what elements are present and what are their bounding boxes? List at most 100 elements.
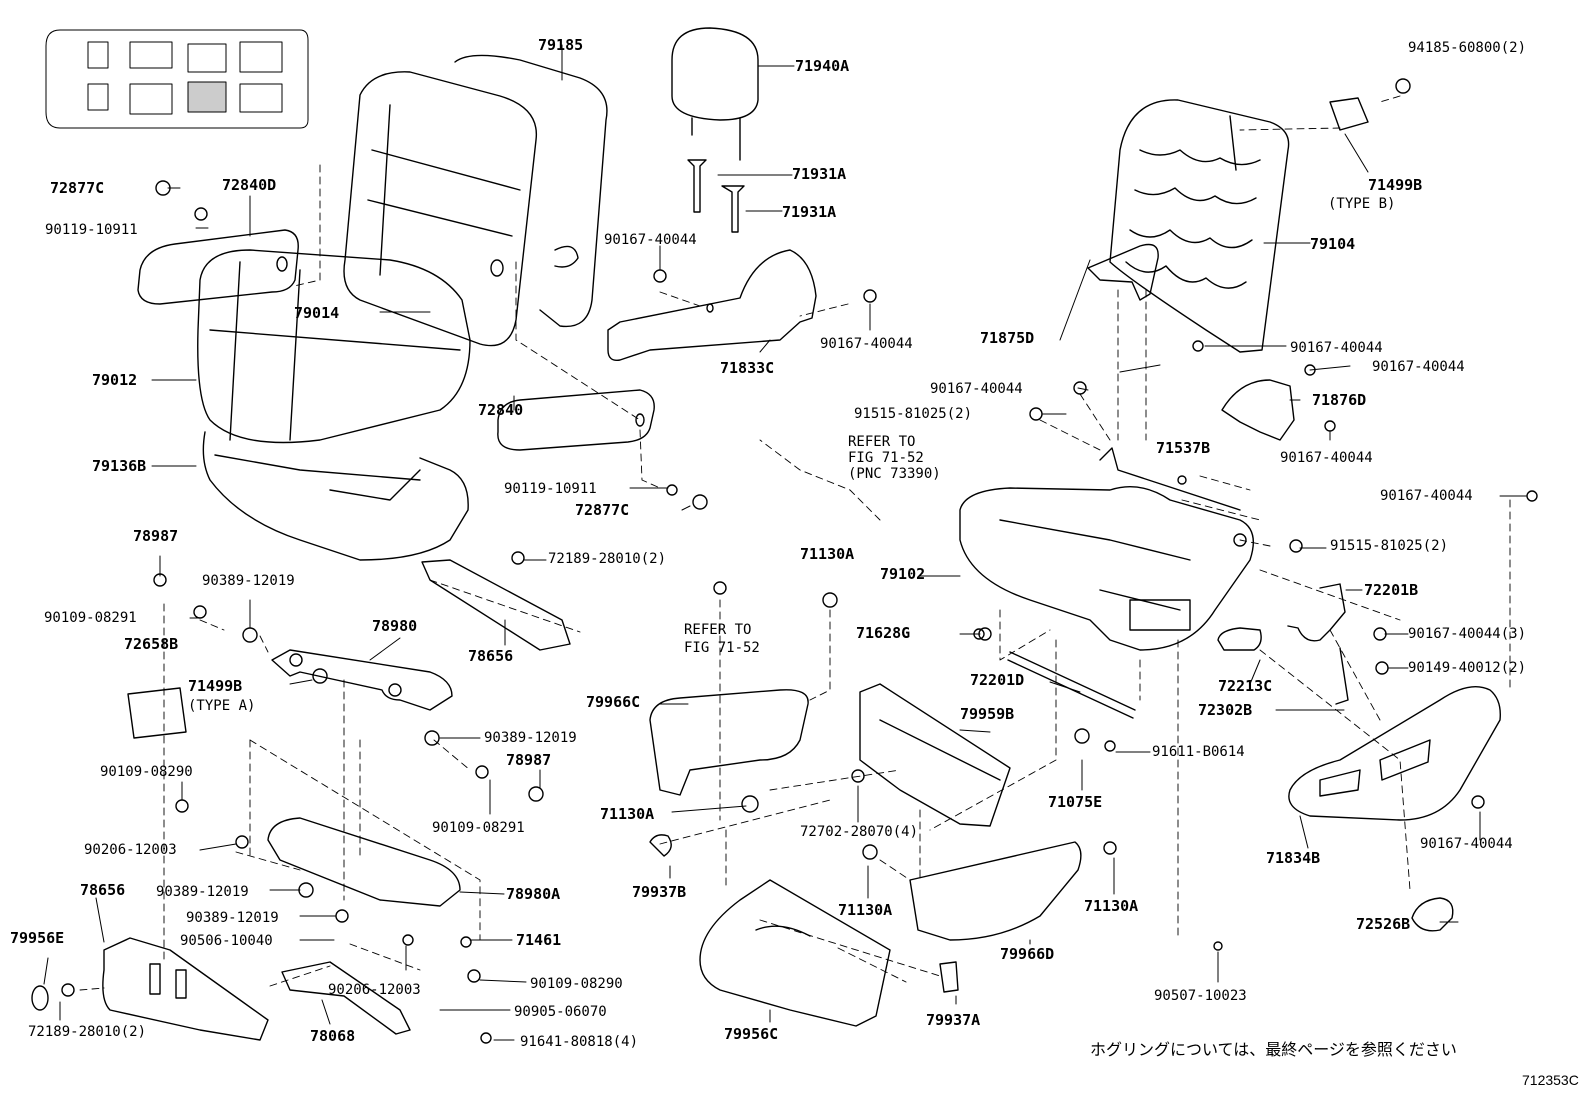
- cover-79956C: [699, 879, 891, 1027]
- part-label: (TYPE B): [1328, 196, 1396, 212]
- tray-79959B: [859, 683, 1011, 827]
- part-label: 72213C: [1218, 677, 1273, 695]
- cover-79966C: [649, 689, 809, 796]
- part-label: 91641-80818(4): [520, 1034, 639, 1050]
- cover-78656-lower: [102, 937, 269, 1041]
- part-label: 71499B: [1368, 176, 1423, 194]
- part-label: 78068: [310, 1027, 356, 1045]
- part-label: 78980: [372, 617, 418, 635]
- part-label: 90389-12019: [484, 730, 577, 746]
- part-label: 71875D: [980, 329, 1035, 347]
- part-label: 72840: [478, 401, 524, 419]
- part-label: 91515-81025(2): [1330, 538, 1449, 554]
- part-label: 79185: [538, 36, 584, 54]
- part-label: 72877C: [575, 501, 630, 519]
- part-label: 72658B: [124, 635, 179, 653]
- part-label: 90109-08291: [432, 820, 525, 836]
- armrest-72840D: [137, 229, 299, 305]
- part-label: 71130A: [1084, 897, 1139, 915]
- fasteners: [61, 78, 1538, 1044]
- part-label: 79956E: [10, 929, 65, 947]
- part-label: 71833C: [720, 359, 775, 377]
- part-label: REFER TO: [684, 622, 752, 638]
- part-label: 79104: [1310, 235, 1356, 253]
- part-label: 71461: [516, 931, 562, 949]
- knob-72526B: [1411, 897, 1454, 932]
- part-label: 90119-10911: [504, 481, 597, 497]
- part-label: 71130A: [838, 901, 893, 919]
- part-label: 91515-81025(2): [854, 406, 973, 422]
- part-label: 90389-12019: [156, 884, 249, 900]
- part-label: 90506-10040: [180, 933, 273, 949]
- part-label: 90167-40044(3): [1408, 626, 1527, 642]
- part-label: 79956C: [724, 1025, 779, 1043]
- seat-cushion: [197, 249, 471, 561]
- lever-cover-71834B: [1288, 686, 1501, 821]
- part-label: 71537B: [1156, 439, 1211, 457]
- armrest-72840: [497, 389, 655, 451]
- part-label: 79937A: [926, 1011, 981, 1029]
- part-label: 90206-12003: [84, 842, 177, 858]
- part-label: 90149-40012(2): [1408, 660, 1527, 676]
- footnote: ホグリングについては、最終ページを参照ください: [1090, 1040, 1457, 1059]
- part-label: 71130A: [600, 805, 655, 823]
- part-label: 90167-40044: [1290, 340, 1383, 356]
- bracket-72201B: [1287, 583, 1346, 642]
- part-label: 72189-28010(2): [28, 1024, 147, 1040]
- part-label: 72840D: [222, 176, 277, 194]
- part-label: 90109-08290: [100, 764, 193, 780]
- part-label: REFER TO: [848, 434, 916, 450]
- part-label: 90507-10023: [1154, 988, 1247, 1004]
- part-label: 79102: [880, 565, 926, 583]
- bracket-78980: [271, 649, 453, 711]
- part-label: (TYPE A): [188, 698, 256, 714]
- part-label: 71499B: [188, 677, 243, 695]
- part-label: 90167-40044: [604, 232, 697, 248]
- cover-78980A: [267, 817, 461, 907]
- part-label: 72702-28070(4): [800, 824, 919, 840]
- assembly-guide-lines: [79, 95, 1511, 991]
- part-label: 90167-40044: [930, 381, 1023, 397]
- part-label: 90905-06070: [514, 1004, 607, 1020]
- part-label: 79966C: [586, 693, 641, 711]
- plug-79956E: [31, 985, 49, 1011]
- part-label: 94185-60800(2): [1408, 40, 1527, 56]
- part-label: 71075E: [1048, 793, 1103, 811]
- part-label: 71834B: [1266, 849, 1321, 867]
- part-label: 90167-40044: [820, 336, 913, 352]
- part-label: FIG 71-52: [848, 450, 924, 466]
- part-label: 90119-10911: [45, 222, 138, 238]
- part-label: 90206-12003: [328, 982, 421, 998]
- part-label: 72201B: [1364, 581, 1419, 599]
- link-78068: [281, 961, 411, 1035]
- clip-79937A: [939, 961, 959, 993]
- part-label: (PNC 73390): [848, 466, 941, 482]
- seatback-assembly: [343, 54, 608, 347]
- part-label: 79012: [92, 371, 138, 389]
- diagram-code: 712353C: [1522, 1072, 1579, 1088]
- part-label: 90389-12019: [202, 573, 295, 589]
- part-label: 71931A: [782, 203, 837, 221]
- part-label: FIG 71-52: [684, 640, 760, 656]
- part-label: 72877C: [50, 179, 105, 197]
- seatback-frame-79104: [1109, 97, 1369, 353]
- part-label: 71931A: [792, 165, 847, 183]
- part-label: 78980A: [506, 885, 561, 903]
- cap-72213C: [1217, 627, 1262, 651]
- part-label: 79136B: [92, 457, 147, 475]
- part-label: 90389-12019: [186, 910, 279, 926]
- cap-79937B: [649, 834, 672, 857]
- part-label: 91611-B0614: [1152, 744, 1245, 760]
- part-label: 90109-08291: [44, 610, 137, 626]
- rod-72201D: [1009, 651, 1136, 711]
- part-label: 90167-40044: [1420, 836, 1513, 852]
- part-label: 71130A: [800, 545, 855, 563]
- part-label: 72201D: [970, 671, 1025, 689]
- part-label: 79966D: [1000, 945, 1055, 963]
- part-label: 79937B: [632, 883, 687, 901]
- rail-78656: [421, 559, 571, 651]
- part-label: 90167-40044: [1380, 488, 1473, 504]
- side-shield-71833C: [607, 249, 817, 361]
- seat-frame-79102: [959, 447, 1254, 651]
